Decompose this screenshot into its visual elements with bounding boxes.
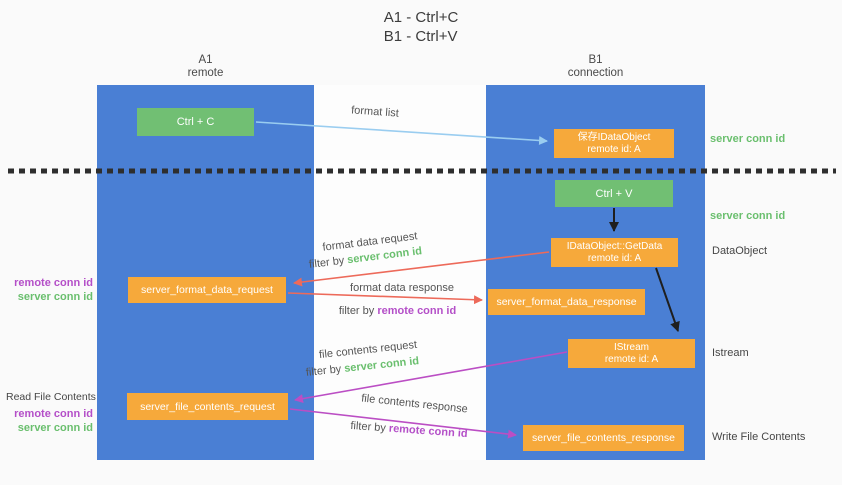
- istream-node: IStream remote id: A: [568, 339, 695, 368]
- title-line-1: A1 - Ctrl+C: [383, 9, 459, 26]
- left-conn-id-stack-2: remote conn id server conn id: [6, 407, 93, 435]
- getdata-line2: remote id: A: [587, 252, 642, 264]
- ctrl-c-label: Ctrl + C: [176, 116, 215, 128]
- lane-b1-role: connection: [567, 67, 624, 79]
- format-response-label: server_format_data_response: [496, 296, 637, 308]
- left-server-conn-id-2: server conn id: [17, 422, 93, 434]
- ctrl-v-label: Ctrl + V: [595, 187, 633, 200]
- getdata-line1: IDataObject::GetData: [566, 240, 663, 252]
- lane-b1-name: B1: [588, 54, 603, 66]
- filter-by-remote-conn-id-label-1: filter by remote conn id: [325, 305, 470, 317]
- left-read-file-contents-label: Read File Contents: [6, 391, 96, 403]
- format-data-response-label: format data response: [350, 282, 454, 294]
- server-file-contents-request-node: server_file_contents_request: [127, 393, 288, 420]
- right-server-conn-id-2: server conn id: [710, 210, 786, 222]
- lane-a1-role: remote: [187, 67, 224, 79]
- idataobject-getdata-node: IDataObject::GetData remote id: A: [551, 238, 678, 267]
- left-remote-conn-id-2: remote conn id: [14, 408, 93, 420]
- right-istream-label: Istream: [712, 347, 749, 359]
- left-conn-id-stack-1: remote conn id server conn id: [6, 276, 93, 304]
- server-format-data-response-node: server_format_data_response: [488, 289, 645, 315]
- lane-header-b1: B1 connection: [486, 54, 705, 80]
- left-server-conn-id-1: server conn id: [17, 291, 93, 303]
- save-idataobject-node: 保存IDataObject remote id: A: [554, 129, 674, 158]
- ctrl-c-node: Ctrl + C: [137, 108, 254, 136]
- filter-remote-conn-id-1: remote conn id: [377, 305, 457, 317]
- server-file-contents-response-node: server_file_contents_response: [523, 425, 684, 451]
- file-request-label: server_file_contents_request: [140, 400, 275, 413]
- title-line-2: B1 - Ctrl+V: [383, 28, 458, 45]
- left-remote-conn-id-1: remote conn id: [14, 277, 93, 289]
- ctrl-v-node: Ctrl + V: [555, 180, 673, 207]
- istream-line2: remote id: A: [604, 353, 659, 365]
- istream-line1: IStream: [613, 341, 649, 353]
- file-response-label: server_file_contents_response: [531, 432, 675, 444]
- lane-a1-name: A1: [198, 54, 213, 66]
- lane-header-a1: A1 remote: [97, 54, 314, 80]
- save-idataobject-line2: remote id: A: [587, 143, 641, 155]
- server-format-data-request-node: server_format_data_request: [128, 277, 286, 303]
- diagram-title: A1 - Ctrl+C B1 - Ctrl+V: [0, 8, 842, 46]
- save-idataobject-line1: 保存IDataObject: [577, 131, 651, 143]
- format-request-label: server_format_data_request: [141, 284, 273, 296]
- right-write-file-contents-label: Write File Contents: [712, 431, 806, 443]
- right-dataobject-label: DataObject: [712, 245, 768, 257]
- right-server-conn-id-1: server conn id: [710, 133, 786, 145]
- filter-prefix-2: filter by: [338, 305, 378, 317]
